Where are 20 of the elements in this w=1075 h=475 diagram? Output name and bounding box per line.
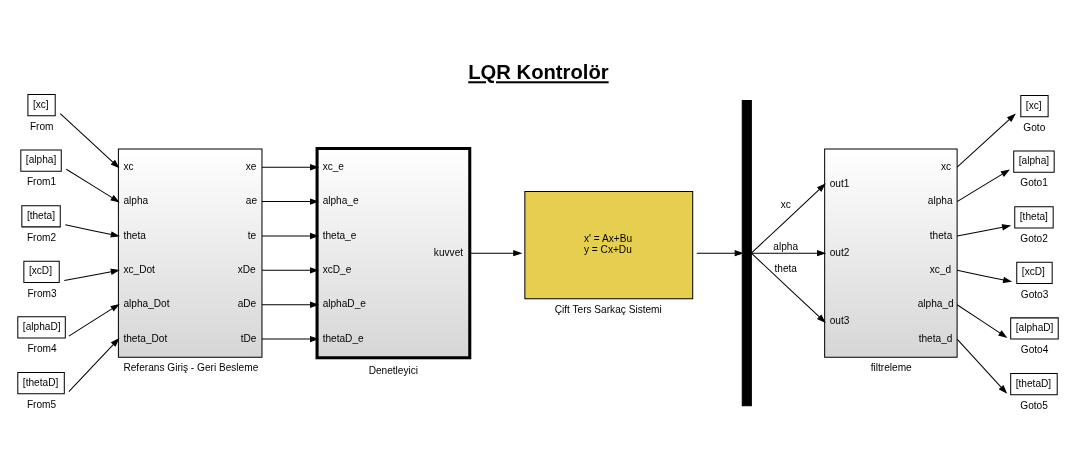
node-label: Denetleyici (368, 363, 419, 375)
edge-label: theta (774, 262, 797, 274)
edge-label: xc (780, 198, 791, 210)
node-label: From4 (27, 342, 57, 354)
edge-label: alpha (773, 240, 799, 252)
node-label: Goto3 (1020, 288, 1049, 300)
node-label: Goto2 (1020, 232, 1048, 244)
diagram-title: LQR Kontrolör (468, 60, 609, 83)
node-label: Referans Giriş - Geri Besleme (123, 361, 259, 373)
node-label: From5 (26, 398, 57, 410)
node-label: From (29, 120, 54, 132)
node-label: Çift Ters Sarkaç Sistemi (554, 303, 662, 315)
node-label: Goto4 (1020, 343, 1049, 355)
node-label: Goto1 (1020, 176, 1048, 188)
node-label: Goto5 (1020, 399, 1048, 411)
node-label: From1 (26, 175, 57, 187)
node-label: filtreleme (870, 361, 912, 373)
node-label: From2 (26, 231, 57, 243)
node-label: From3 (27, 287, 57, 299)
node-label: Goto (1023, 121, 1046, 133)
